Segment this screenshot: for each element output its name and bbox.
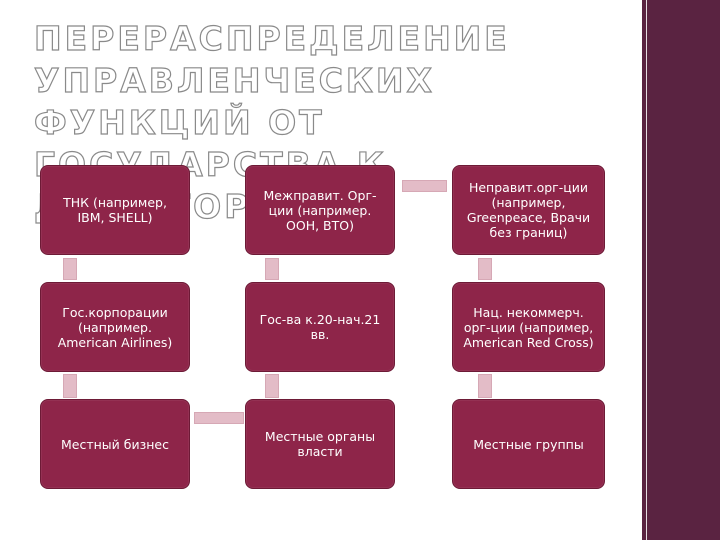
- box-ngos: Неправит.орг-ции (например, Greenpeace, …: [452, 165, 605, 255]
- connector-r1-c2-c3: [402, 180, 447, 192]
- connector-c3-r1-r2: [478, 258, 492, 280]
- box-local-business: Местный бизнес: [40, 399, 190, 489]
- box-local-authorities: Местные органы власти: [245, 399, 395, 489]
- sidebar-divider-line: [646, 0, 647, 540]
- title-line-1: ПЕРЕРАСПРЕДЕЛЕНИЕ: [33, 18, 510, 58]
- decorative-sidebar: [642, 0, 720, 540]
- connector-r3-c1-c2: [194, 412, 244, 424]
- box-local-groups: Местные группы: [452, 399, 605, 489]
- box-intergovernmental-orgs: Межправит. Орг- ции (например. ООН, ВТО): [245, 165, 395, 255]
- title-line-2: УПРАВЛЕНЧЕСКИХ ФУНКЦИЙ ОТ: [33, 60, 435, 142]
- box-state-corporations: Гос.корпорации (например. American Airli…: [40, 282, 190, 372]
- connector-c1-r2-r3: [63, 374, 77, 398]
- box-states-20-21-century: Гос-ва к.20-нач.21 вв.: [245, 282, 395, 372]
- connector-c3-r2-r3: [478, 374, 492, 398]
- connector-c2-r1-r2: [265, 258, 279, 280]
- box-tnk: ТНК (например, IBM, SHELL): [40, 165, 190, 255]
- connector-c1-r1-r2: [63, 258, 77, 280]
- connector-c2-r2-r3: [265, 374, 279, 398]
- box-national-nonprofits: Нац. некоммерч. орг-ции (например, Ameri…: [452, 282, 605, 372]
